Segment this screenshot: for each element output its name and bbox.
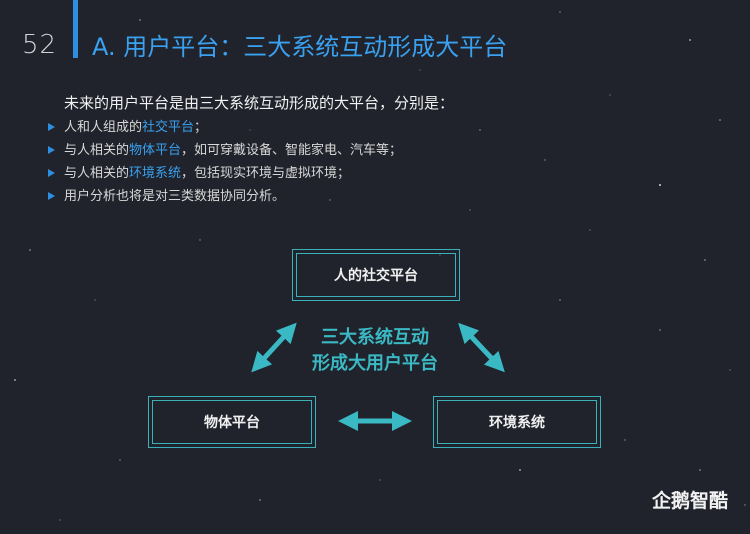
environment-system-box: 环境系统 — [433, 396, 601, 448]
page-number: 52 — [22, 30, 58, 60]
center-caption-line2: 形成大用户平台 — [312, 353, 438, 374]
object-platform-box: 物体平台 — [148, 396, 316, 448]
bullet-list: 人和人组成的社交平台； 与人相关的物体平台，如可穿戴设备、智能家电、汽车等； 与… — [46, 116, 402, 208]
list-item: 与人相关的环境系统，包括现实环境与虚拟环境； — [46, 162, 402, 185]
title-accent-bar — [73, 0, 78, 58]
list-item: 与人相关的物体平台，如可穿戴设备、智能家电、汽车等； — [46, 139, 402, 162]
page-title: A. 用户平台：三大系统互动形成大平台 — [92, 33, 508, 61]
center-caption: 三大系统互动 形成大用户平台 — [290, 325, 460, 377]
list-item: 用户分析也将是对三类数据协同分析。 — [46, 185, 402, 208]
social-platform-label: 人的社交平台 — [334, 268, 418, 284]
center-caption-line1: 三大系统互动 — [321, 327, 429, 348]
social-platform-box: 人的社交平台 — [292, 249, 460, 301]
object-platform-label: 物体平台 — [204, 415, 260, 431]
brand-logo: 企鹅智酷 — [652, 490, 729, 512]
list-item: 人和人组成的社交平台； — [46, 116, 402, 139]
environment-system-label: 环境系统 — [489, 415, 545, 431]
intro-text: 未来的用户平台是由三大系统互动形成的大平台，分别是： — [64, 94, 455, 112]
